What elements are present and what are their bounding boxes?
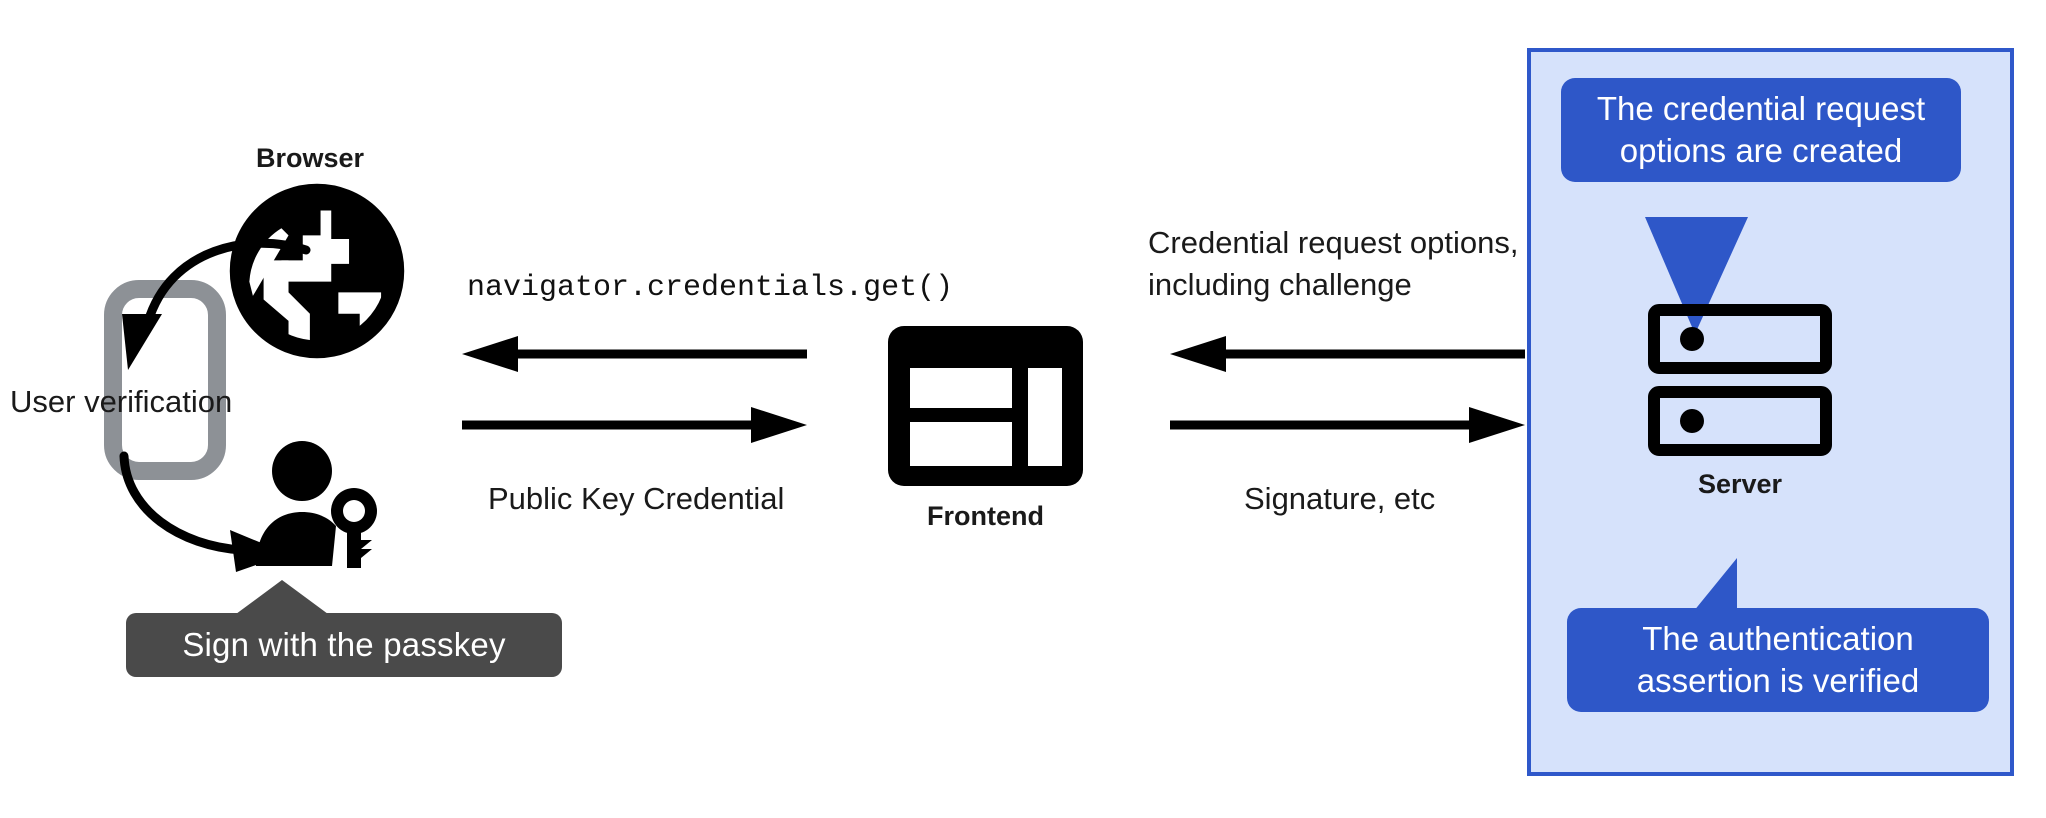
person-with-key-icon bbox=[256, 441, 377, 568]
globe-icon bbox=[229, 183, 405, 359]
dashboard-icon bbox=[888, 326, 1083, 486]
browser-to-phone-arrow bbox=[122, 238, 311, 370]
browser-label: Browser bbox=[255, 143, 365, 173]
sign-with-passkey-tooltip-tail bbox=[236, 580, 328, 614]
credential-request-callout-text: The credential request options are creat… bbox=[1596, 89, 1926, 169]
frontend-to-server-arrow-right bbox=[1170, 407, 1525, 443]
credential-request-options-label: Credential request options, bbox=[1148, 225, 1519, 260]
browser-to-frontend-arrow-right bbox=[462, 407, 807, 443]
credential-request-callout: The credential request options are creat… bbox=[1561, 78, 1961, 182]
tooltip-tail-shape bbox=[236, 580, 328, 614]
assertion-verified-callout-text: The authentication assertion is verified bbox=[1636, 619, 1920, 699]
including-challenge-label: including challenge bbox=[1148, 267, 1412, 302]
frontend-to-server-arrow-left bbox=[1170, 336, 1525, 372]
public-key-credential-label: Public Key Credential bbox=[488, 481, 785, 516]
sign-with-passkey-text: Sign with the passkey bbox=[182, 626, 506, 663]
server-rack-icon bbox=[1648, 304, 1832, 456]
server-label: Server bbox=[1697, 469, 1783, 499]
navigator-credentials-get-label: navigator.credentials.get() bbox=[467, 271, 954, 305]
user-verification-label: User verification bbox=[10, 384, 233, 419]
frontend-label: Frontend bbox=[927, 501, 1044, 531]
assertion-verified-callout: The authentication assertion is verified bbox=[1567, 608, 1989, 712]
signature-etc-label: Signature, etc bbox=[1244, 481, 1436, 516]
browser-to-frontend-arrow-left bbox=[462, 336, 807, 372]
sign-with-passkey-tooltip: Sign with the passkey bbox=[126, 613, 562, 677]
